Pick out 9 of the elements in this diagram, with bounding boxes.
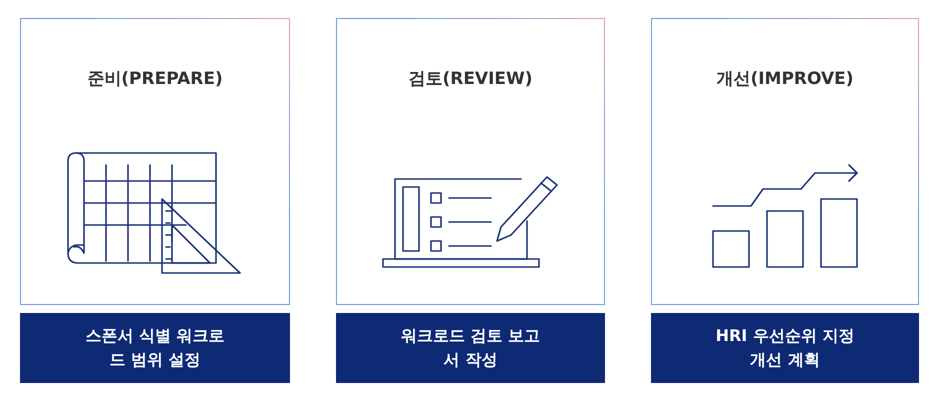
caption-bar: 워크로드 검토 보고서 작성: [336, 313, 605, 383]
card-title: 준비(PREPARE): [87, 68, 223, 90]
caption-bar: 스폰서 식별 워크로드 범위 설정: [20, 313, 290, 383]
card: [336, 18, 605, 305]
card-title: 개선(IMPROVE): [716, 68, 854, 90]
card-title: 검토(REVIEW): [408, 68, 533, 90]
caption-bar: HRI 우선순위 지정 개선 계획: [651, 313, 919, 383]
card: [651, 18, 919, 305]
card: [20, 18, 290, 305]
